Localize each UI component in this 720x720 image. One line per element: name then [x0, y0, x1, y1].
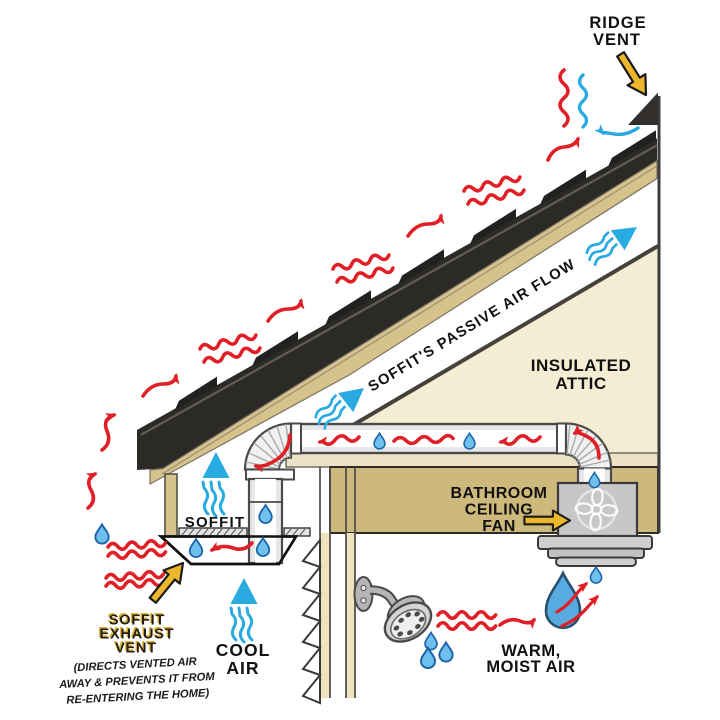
svg-text:SOFFIT: SOFFIT — [185, 514, 246, 531]
svg-text:BATHROOM: BATHROOM — [450, 485, 547, 502]
svg-text:MOIST AIR: MOIST AIR — [486, 658, 575, 676]
svg-text:FAN: FAN — [482, 518, 516, 535]
svg-text:ATTIC: ATTIC — [555, 374, 606, 393]
svg-text:EXHAUST: EXHAUST — [100, 627, 175, 643]
svg-text:CEILING: CEILING — [465, 502, 533, 519]
svg-text:VENT: VENT — [114, 639, 156, 655]
svg-text:VENT: VENT — [593, 31, 641, 49]
svg-text:RE-ENTERING THE HOME): RE-ENTERING THE HOME) — [66, 687, 210, 706]
svg-text:AIR: AIR — [226, 658, 259, 678]
svg-text:(DIRECTS VENTED AIR: (DIRECTS VENTED AIR — [73, 656, 197, 674]
svg-text:WARM,: WARM, — [501, 642, 560, 660]
svg-text:INSULATED: INSULATED — [531, 356, 632, 375]
svg-text:SOFFIT: SOFFIT — [107, 611, 163, 627]
svg-text:VENT: VENT — [115, 641, 157, 657]
svg-text:COOL: COOL — [216, 640, 271, 660]
svg-text:RIDGE: RIDGE — [589, 14, 646, 32]
svg-text:EXHAUST: EXHAUST — [98, 625, 173, 641]
svg-text:SOFFIT: SOFFIT — [109, 613, 165, 629]
